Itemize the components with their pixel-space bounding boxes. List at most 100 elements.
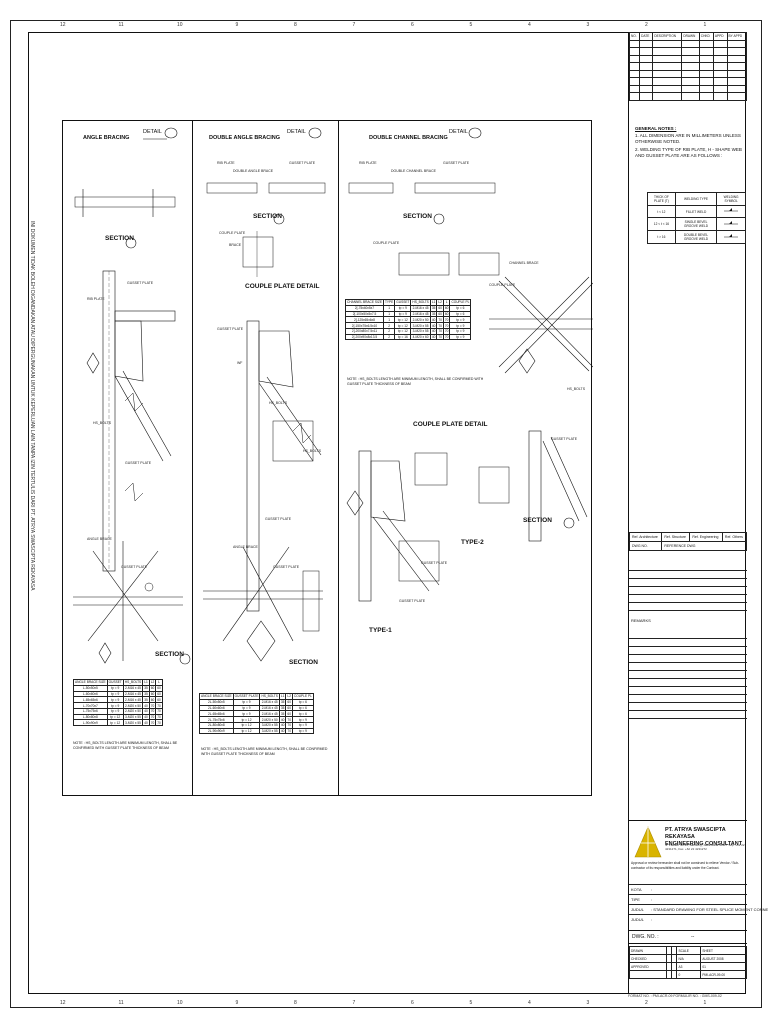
- double-channel-bracing-drawing: [346, 127, 593, 602]
- sheet-label: SHEET: [700, 946, 747, 955]
- grid-number: 3: [586, 22, 590, 28]
- table-cell: 3-M20 x 55: [410, 327, 431, 335]
- detail-label: DETAIL: [449, 129, 468, 135]
- table-cell: 2-M20 x 50: [410, 316, 431, 324]
- info-row: TIPE:: [629, 894, 747, 904]
- couple-plate-detail-label: COUPLE PLATE DETAIL: [245, 283, 320, 290]
- grid-number: 2: [645, 1000, 648, 1006]
- info-value: :: [651, 917, 653, 922]
- double-angle-brace-label: DOUBLE ANGLE BRACE: [233, 169, 274, 173]
- weld-header: WELDING TYPE: [674, 192, 718, 206]
- ref-architecture: Ref. Architecture: [628, 532, 663, 542]
- table-cell: 70: [148, 719, 157, 727]
- revision-header: APPD: [712, 32, 728, 41]
- table-cell: tp = 16: [394, 333, 412, 341]
- section-label-a: SECTION: [105, 235, 134, 242]
- section-label-c: SECTION: [403, 213, 432, 220]
- weld-symbol-icon: [716, 217, 746, 231]
- approval-disclaimer: Approval or review hereunder shall not b…: [631, 861, 740, 870]
- scale-label: SCALE: [676, 946, 702, 955]
- table-cell: 2L-90x90x9: [199, 727, 234, 735]
- table-cell: 40: [142, 719, 150, 727]
- table-cell: 70: [155, 719, 163, 727]
- hs-bolts-label: HS_BOLTS: [93, 421, 112, 425]
- table-cell: 3-M20 x 55: [410, 322, 431, 329]
- ref-structure: Ref. Structure: [661, 532, 691, 542]
- table-cell: 12 < t < 16: [647, 217, 676, 231]
- drawing-sheet: INI DOKUMEN TIDAK BOLEH DIGANDAKAN ATAU …: [10, 20, 762, 1008]
- table-b-note: NOTE : HS_BOLTS LENGTH ARE MINIMUM LENGT…: [201, 747, 328, 756]
- table-cell: tp = 9: [449, 322, 472, 329]
- info-key: TIPE: [631, 897, 640, 902]
- info-value: :: [651, 897, 653, 902]
- rib-plate-label: RIB PLATE: [217, 161, 235, 165]
- grid-number: 2: [645, 22, 648, 28]
- table-cell: 2: [382, 322, 396, 329]
- grid-number: 3: [586, 1000, 590, 1006]
- gusset-plate-label-3: GUSSET PLATE: [265, 517, 292, 521]
- angle-bracing-drawing: [73, 127, 191, 665]
- table-cell: t < 12: [647, 205, 676, 218]
- rev-value: 0: [676, 970, 702, 979]
- detail-label: DETAIL: [143, 129, 162, 135]
- general-notes-heading: GENERAL NOTES :: [635, 126, 677, 131]
- grid-number: 5: [469, 1000, 473, 1006]
- info-key: JUDUL: [631, 907, 644, 912]
- angle-brace-label: ANGLE BRACE: [87, 537, 112, 541]
- table-cell: 3-M20 x 55: [122, 719, 144, 727]
- gusset-plate-label-3: GUSSET PLATE: [121, 565, 148, 569]
- table-cell: SINGLE BEVEL GROOVE WELD: [674, 217, 718, 231]
- table-c-header: HS_BOLTS: [410, 299, 431, 306]
- hs-bolts-label: HS_BOLTS: [567, 387, 586, 391]
- format-number: FORMAT NO. : PMI-ACR-09 FORMULIR NO. : G…: [628, 994, 722, 998]
- couple-plate-label: COUPLE PLATE: [219, 231, 246, 235]
- reference-dwg-label: REFERENCE DWG: [661, 541, 747, 551]
- company-name-line1: PT. ATRYA SWASCIPTA REKAYASA: [665, 827, 726, 840]
- grid-number: 10: [177, 22, 183, 28]
- dwg-no-col-label: DWG NO.: [628, 541, 663, 551]
- brace-label: BRACE: [229, 243, 242, 247]
- revision-header: DATE: [639, 32, 654, 41]
- gusset-plate-label: GUSSET PLATE: [127, 281, 154, 285]
- grid-number: 11: [118, 22, 124, 28]
- drawing-panel: ANGLE BRACING DETAIL: [62, 120, 593, 796]
- weld-symbol-icon: [716, 230, 746, 244]
- company-name: PT. ATRYA SWASCIPTA REKAYASA ENGINEERING…: [665, 827, 747, 848]
- table-cell: tp = 12: [106, 719, 124, 727]
- company-name-line2: ENGINEERING CONSULTANT: [665, 841, 743, 847]
- couple-plate-detail-2-label: COUPLE PLATE DETAIL: [413, 421, 488, 428]
- revision-header: NO.: [628, 32, 641, 41]
- gusset-plate-label-4: GUSSET PLATE: [273, 565, 300, 569]
- info-key: JUDUL: [631, 917, 644, 922]
- info-key: KOTA: [631, 887, 642, 892]
- table-cell: tp = 9: [449, 333, 472, 341]
- reference-row: Ref. Architecture Ref. Structure Ref. En…: [628, 532, 748, 551]
- table-cell: 2[-200x90x8x13.5: [345, 333, 384, 341]
- section-label-b2: SECTION: [289, 659, 318, 666]
- sheet-value: 01: [700, 962, 747, 971]
- info-value: : STANDARD DRAWING FOR STEEL SPLICE MOME…: [651, 907, 768, 912]
- table-cell: tp = 9: [449, 327, 472, 335]
- revision-header: DESCRIPTION: [652, 32, 683, 41]
- info-row: JUDUL : STANDARD DRAWING FOR STEEL SPLICE…: [629, 904, 768, 914]
- grid-number: 9: [235, 1000, 239, 1006]
- remarks-label: REMARKS: [631, 618, 651, 623]
- info-row: KOTA:: [629, 884, 747, 894]
- table-c-header: COUPLE PL: [449, 299, 472, 306]
- info-value: :: [651, 887, 653, 892]
- rib-plate-label: RIB PLATE: [359, 161, 377, 165]
- grid-number: 7: [352, 22, 356, 28]
- grid-number: 8: [294, 1000, 297, 1006]
- table-cell: tp = 6: [449, 304, 472, 312]
- general-note-2: 2. WELDING TYPE OF RIB PLATE, H - SHAPE …: [635, 147, 742, 158]
- reference-lines: [629, 562, 747, 611]
